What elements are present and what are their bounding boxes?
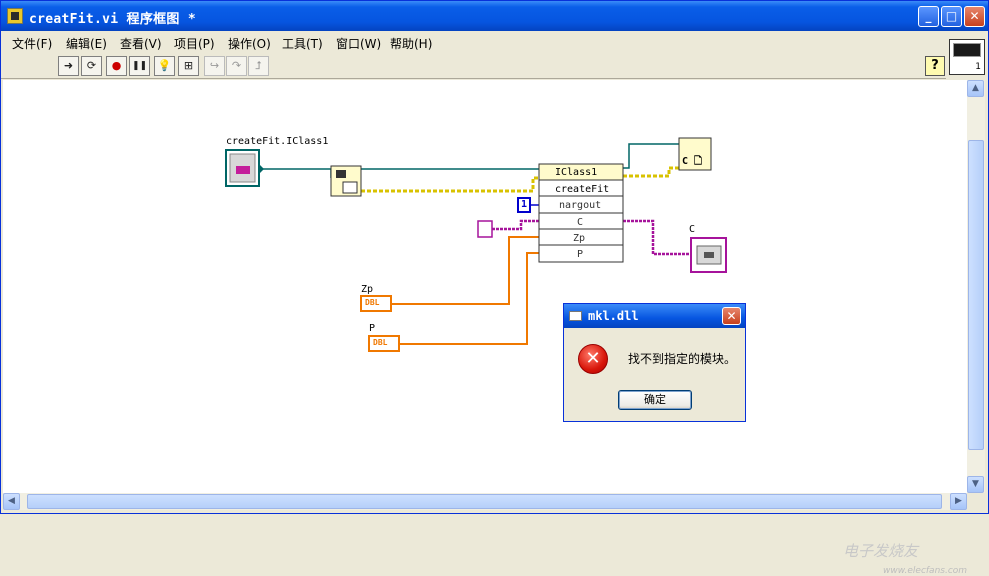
invoke-param-p: P [577,249,584,260]
error-wire-2[interactable] [623,166,679,178]
minimize-button[interactable]: _ [918,6,939,27]
close-reference-node[interactable] [678,137,712,171]
createfit-ref-label: createFit.IClass1 [226,136,329,147]
diagram-svg [225,137,727,352]
refnum-wire-1[interactable] [261,168,332,178]
pause-icon[interactable]: ❚❚ [129,56,150,76]
menu-file[interactable]: 文件(F) [12,37,53,51]
ok-button[interactable]: 确定 [618,390,692,410]
maximize-button[interactable]: □ [941,6,962,27]
run-arrow-icon[interactable]: ➜ [58,56,79,76]
vi-icon-screen [953,43,981,57]
dialog-message: 找不到指定的模块。 [628,352,737,366]
open-automation-box [342,181,358,194]
scroll-left-icon[interactable]: ◀ [3,493,20,510]
context-help-button[interactable]: ? [925,56,945,76]
close-button[interactable]: ✕ [964,6,985,27]
abort-icon[interactable]: ● [106,56,127,76]
dbl-wire-zp[interactable] [391,236,539,305]
refnum-control-glyph [236,166,250,174]
scroll-right-icon[interactable]: ▶ [950,493,967,510]
dialog-window-icon [569,311,582,321]
menu-view[interactable]: 查看(V) [120,37,162,51]
menu-help[interactable]: 帮助(H) [390,37,433,51]
highlight-execution-icon[interactable]: 💡 [154,56,175,76]
watermark-logo: 电子发烧友 [843,542,919,560]
block-diagram[interactable]: createFit.IClass1 IClass1 createFit narg… [3,80,967,576]
horizontal-scrollbar[interactable]: ◀ ▶ [3,493,967,510]
zp-control[interactable] [360,295,392,312]
window-title: creatFit.vi 程序框图 * [29,12,196,27]
vi-icon [7,8,23,24]
dialog-close-button[interactable]: ✕ [722,307,741,325]
vi-icon-pane[interactable]: 1 [949,39,985,75]
p-label: P [369,323,376,334]
error-wire-1[interactable] [361,176,539,193]
menu-operate[interactable]: 操作(O) [228,37,271,51]
vi-icon-number: 1 [975,62,981,72]
zp-label: Zp [361,284,374,295]
nargout-constant[interactable] [517,197,531,213]
menu-window[interactable]: 窗口(W) [336,37,382,51]
variant-wire-out[interactable] [623,219,691,256]
menu-project[interactable]: 项目(P) [174,37,215,51]
watermark-url: www.elecfans.com [883,566,968,576]
refnum-wire-3[interactable] [623,143,679,169]
title-bar[interactable]: creatFit.vi 程序框图 * _ □ ✕ [1,1,988,31]
retain-wire-values-icon[interactable]: ⊞ [178,56,199,76]
toolbar: ➜ ⟳ ● ❚❚ 💡 ⊞ ↪ ↷ ⮥ [1,53,946,79]
scroll-down-icon[interactable]: ▼ [967,476,984,493]
step-into-icon[interactable]: ↪ [204,56,225,76]
invoke-node-method: createFit [555,184,610,195]
invoke-node-header [538,163,624,181]
invoke-param-c: C [577,217,584,228]
menu-tools[interactable]: 工具(T) [282,37,323,51]
scroll-up-icon[interactable]: ▲ [967,80,984,97]
dialog-title: mkl.dll [588,309,639,323]
refnum-control-terminal [259,164,264,174]
variant-wire-in[interactable] [492,219,539,231]
dbl-wire-p[interactable] [399,252,539,345]
p-type: DBL [373,338,388,347]
p-control[interactable] [368,335,400,352]
step-out-icon[interactable]: ⮥ [248,56,269,76]
nargout-constant-value: 1 [521,199,528,210]
invoke-node-class: IClass1 [555,167,598,178]
zp-type: DBL [365,298,380,307]
menu-bar: 文件(F) 编辑(E) 查看(V) 项目(P) 操作(O) 工具(T) 窗口(W… [1,31,988,53]
step-over-icon[interactable]: ↷ [226,56,247,76]
menu-edit[interactable]: 编辑(E) [66,37,107,51]
invoke-param-zp: Zp [573,233,586,244]
invoke-param-nargout: nargout [559,200,602,211]
vertical-scrollbar[interactable]: ▲ ▼ [967,80,985,493]
c-indicator-glyph [704,252,714,258]
horizontal-scroll-thumb[interactable] [27,494,942,509]
close-ref-glyph: C 🗋 [682,156,703,167]
run-continuously-icon[interactable]: ⟳ [81,56,102,76]
c-indicator-label: C [689,224,696,235]
empty-variant-constant[interactable] [477,220,493,238]
vertical-scroll-thumb[interactable] [968,140,984,450]
open-automation-arrow [336,170,346,178]
error-dialog: mkl.dll ✕ ✕ 找不到指定的模块。 确定 [563,303,746,422]
dialog-title-bar[interactable]: mkl.dll ✕ [564,304,745,328]
error-icon: ✕ [578,344,608,374]
